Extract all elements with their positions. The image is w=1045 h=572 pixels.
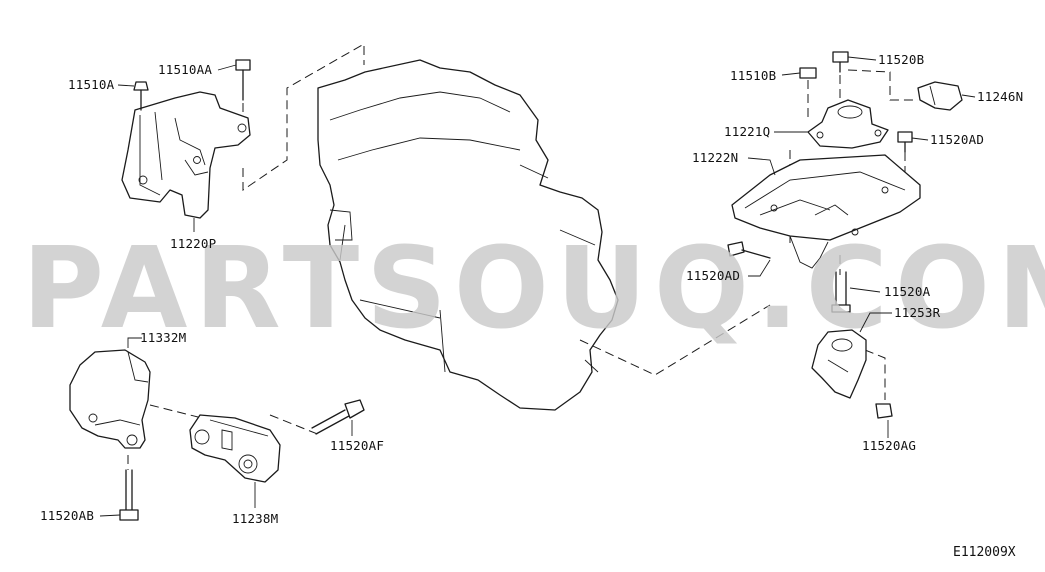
label-11520ab: 11520AB bbox=[40, 508, 94, 523]
label-11520b: 11520B bbox=[878, 52, 924, 67]
stud-11520a bbox=[831, 271, 851, 313]
engine-block bbox=[317, 59, 619, 411]
label-11520ad-top: 11520AD bbox=[930, 132, 984, 147]
torque-rod-11238m bbox=[189, 414, 281, 483]
bolt-11520ad-top bbox=[897, 131, 913, 153]
label-11510b: 11510B bbox=[730, 68, 776, 83]
bracket-11222n bbox=[731, 154, 921, 269]
label-11510aa: 11510AA bbox=[158, 62, 212, 77]
insulator-11253r bbox=[811, 329, 867, 399]
bolt-11520b bbox=[832, 51, 849, 73]
bolt-11510aa bbox=[235, 59, 251, 101]
bolt-11520ab bbox=[119, 469, 139, 521]
label-11520af: 11520AF bbox=[330, 438, 384, 453]
watermark-text: PARTSOUQ.COM bbox=[22, 224, 1045, 354]
label-11246n: 11246N bbox=[977, 89, 1023, 104]
label-11253r: 11253R bbox=[894, 305, 941, 320]
bracket-11332m bbox=[69, 349, 151, 449]
bolt-11520af bbox=[311, 399, 365, 435]
label-11520a: 11520A bbox=[884, 284, 931, 299]
label-11220p: 11220P bbox=[170, 236, 216, 251]
bolt-11510b bbox=[799, 67, 817, 79]
label-11332m: 11332M bbox=[140, 330, 186, 345]
part-labels: 11510A 11510AA 11220P 11332M 11520AB 112… bbox=[40, 52, 1023, 526]
insulator-11221q bbox=[807, 99, 889, 149]
bracket-11246n bbox=[917, 81, 963, 111]
label-11221q: 11221Q bbox=[724, 124, 770, 139]
label-11520ad-left: 11520AD bbox=[686, 268, 740, 283]
bolt-11520ad-left bbox=[727, 241, 771, 259]
dashed-leaders bbox=[127, 43, 918, 470]
bolt-11520ag bbox=[875, 403, 893, 419]
mount-11220p bbox=[121, 91, 251, 219]
label-11222n: 11222N bbox=[692, 150, 738, 165]
callout-lines bbox=[99, 56, 976, 517]
label-11520ag: 11520AG bbox=[862, 438, 916, 453]
diagram-code: E112009X bbox=[953, 545, 1016, 560]
label-11238m: 11238M bbox=[232, 511, 278, 526]
bolt-11510a bbox=[133, 81, 149, 111]
label-11510a: 11510A bbox=[68, 77, 115, 92]
